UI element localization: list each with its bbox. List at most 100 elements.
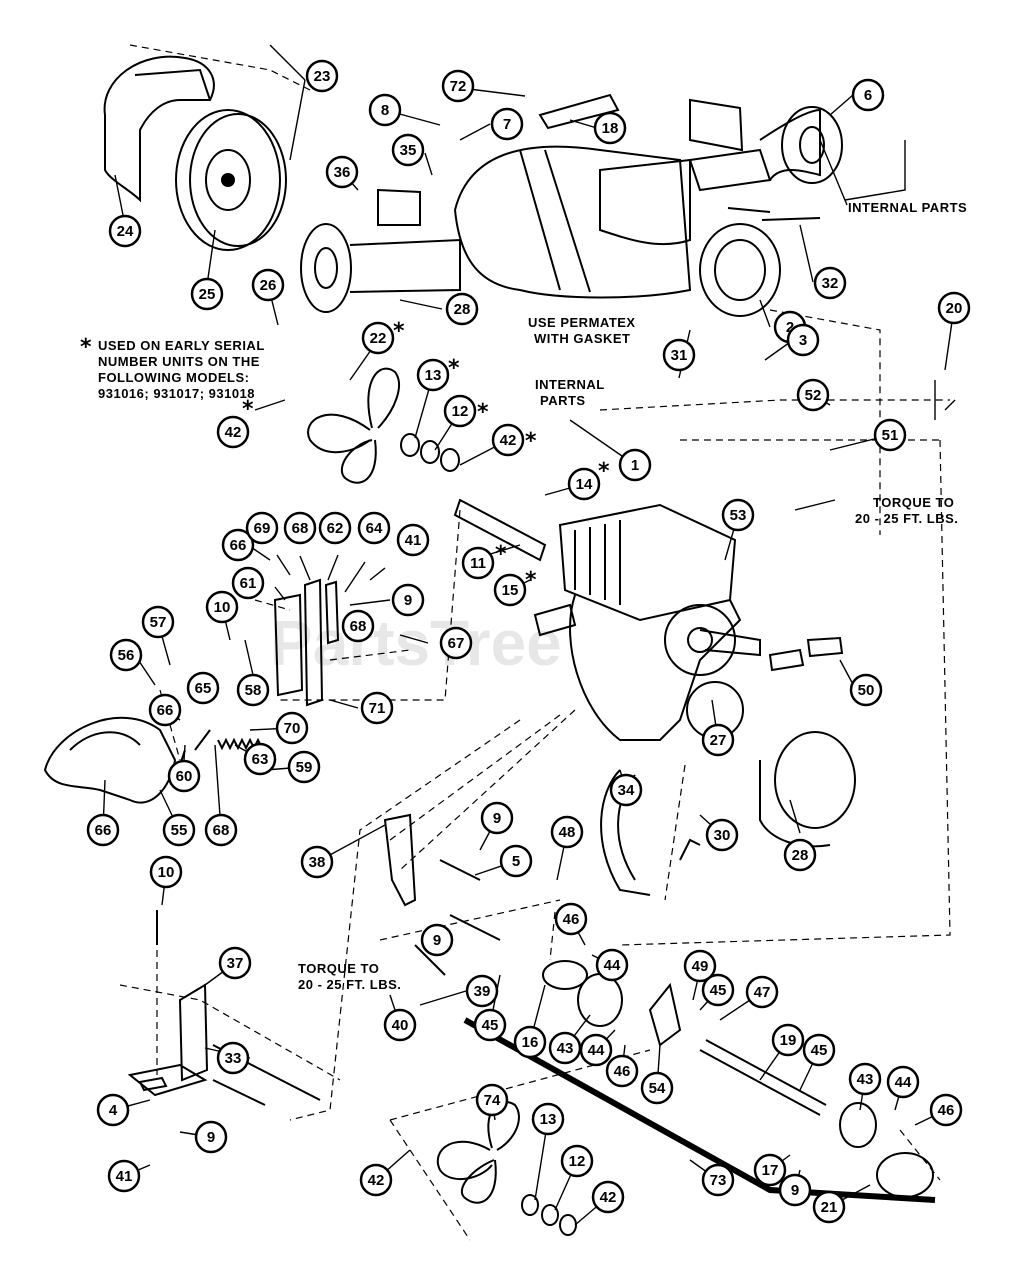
callout-15: 15 xyxy=(493,573,527,607)
note-torque-right-line1: TORQUE TO xyxy=(873,495,954,510)
callout-number: 42 xyxy=(225,424,242,441)
callout-11: 11 xyxy=(461,546,495,580)
callout-74: 74 xyxy=(475,1083,509,1117)
callout-27: 27 xyxy=(701,723,735,757)
callout-43: 43 xyxy=(848,1062,882,1096)
callout-circle xyxy=(245,511,279,545)
callout-circle xyxy=(300,845,334,879)
callout-circle xyxy=(287,750,321,784)
callout-9: 9 xyxy=(778,1173,812,1207)
callout-number: 51 xyxy=(882,427,899,444)
callout-17: 17 xyxy=(753,1153,787,1187)
callout-circle xyxy=(493,573,527,607)
callout-circle xyxy=(701,973,735,1007)
callout-number: 6 xyxy=(864,87,872,104)
callout-number: 57 xyxy=(150,614,167,631)
callout-46: 46 xyxy=(605,1054,639,1088)
callout-circle xyxy=(361,321,395,355)
note-internal-parts-mid-line1: INTERNAL xyxy=(535,377,605,392)
callout-circle xyxy=(186,671,220,705)
callout-12: 12 xyxy=(443,394,477,428)
callout-number: 48 xyxy=(559,824,576,841)
callout-circle xyxy=(771,1023,805,1057)
callout-number: 14 xyxy=(576,476,593,493)
callout-19: 19 xyxy=(771,1023,805,1057)
callout-34: 34 xyxy=(609,773,643,807)
callout-circle xyxy=(86,813,120,847)
callout-42: 42 xyxy=(591,1180,625,1214)
callout-number: 55 xyxy=(171,822,188,839)
callout-number: 16 xyxy=(522,1034,539,1051)
oil-filter-part xyxy=(759,731,856,848)
callout-circle xyxy=(167,759,201,793)
callout-circle xyxy=(441,69,475,103)
callout-9: 9 xyxy=(480,801,514,835)
callout-12: 12 xyxy=(560,1144,594,1178)
callout-7: 7 xyxy=(490,107,524,141)
callout-circle xyxy=(778,1173,812,1207)
callout-number: 52 xyxy=(805,387,822,404)
asterisk-22: * xyxy=(393,319,405,344)
callout-circle xyxy=(107,1159,141,1193)
callout-66: 66 xyxy=(221,528,255,562)
callout-number: 31 xyxy=(671,347,688,364)
callout-circle xyxy=(465,974,499,1008)
callout-62: 62 xyxy=(318,511,352,545)
callout-number: 44 xyxy=(604,957,621,974)
callout-30: 30 xyxy=(705,818,739,852)
callout-number: 4 xyxy=(109,1102,118,1119)
callout-number: 5 xyxy=(512,853,520,870)
callout-number: 9 xyxy=(404,592,412,609)
callout-circle xyxy=(357,511,391,545)
callout-number: 45 xyxy=(811,1042,828,1059)
callout-circle xyxy=(204,813,238,847)
callout-8: 8 xyxy=(368,93,402,127)
callout-number: 43 xyxy=(857,1071,874,1088)
callout-circle xyxy=(701,723,735,757)
callout-circle xyxy=(554,902,588,936)
callout-circle xyxy=(605,1054,639,1088)
callout-66: 66 xyxy=(148,693,182,727)
callout-circle xyxy=(480,801,514,835)
callout-37: 37 xyxy=(218,946,252,980)
transmission-body xyxy=(453,498,761,741)
callout-35: 35 xyxy=(391,133,425,167)
callout-circle xyxy=(396,523,430,557)
callout-70: 70 xyxy=(275,711,309,745)
callout-9: 9 xyxy=(420,923,454,957)
callout-64: 64 xyxy=(357,511,391,545)
callout-5: 5 xyxy=(499,844,533,878)
coupling-disc-lower xyxy=(839,1102,877,1148)
callout-44: 44 xyxy=(595,948,629,982)
callout-circle xyxy=(745,975,779,1009)
callout-number: 66 xyxy=(230,537,247,554)
callout-circle xyxy=(705,818,739,852)
callout-number: 46 xyxy=(563,911,580,928)
callout-circle xyxy=(786,323,820,357)
callout-circle xyxy=(243,742,277,776)
callout-circle xyxy=(873,418,907,452)
callout-41: 41 xyxy=(107,1159,141,1193)
callout-circle xyxy=(205,590,239,624)
callout-circle xyxy=(360,691,394,725)
callout-number: 20 xyxy=(946,300,963,317)
callout-42: 42 xyxy=(491,423,525,457)
callout-10: 10 xyxy=(149,855,183,889)
callout-number: 12 xyxy=(452,403,469,420)
callout-circle xyxy=(550,815,584,849)
callout-63: 63 xyxy=(243,742,277,776)
callout-10: 10 xyxy=(205,590,239,624)
callout-circle xyxy=(579,1033,613,1067)
callout-circle xyxy=(499,844,533,878)
callout-71: 71 xyxy=(360,691,394,725)
callout-58: 58 xyxy=(236,673,270,707)
callout-circle xyxy=(108,214,142,248)
callout-18: 18 xyxy=(593,111,627,145)
callout-number: 56 xyxy=(118,647,135,664)
callout-68: 68 xyxy=(204,813,238,847)
callout-73: 73 xyxy=(701,1163,735,1197)
callout-number: 11 xyxy=(470,555,486,572)
callout-circle xyxy=(96,1093,130,1127)
callout-circle xyxy=(701,1163,735,1197)
